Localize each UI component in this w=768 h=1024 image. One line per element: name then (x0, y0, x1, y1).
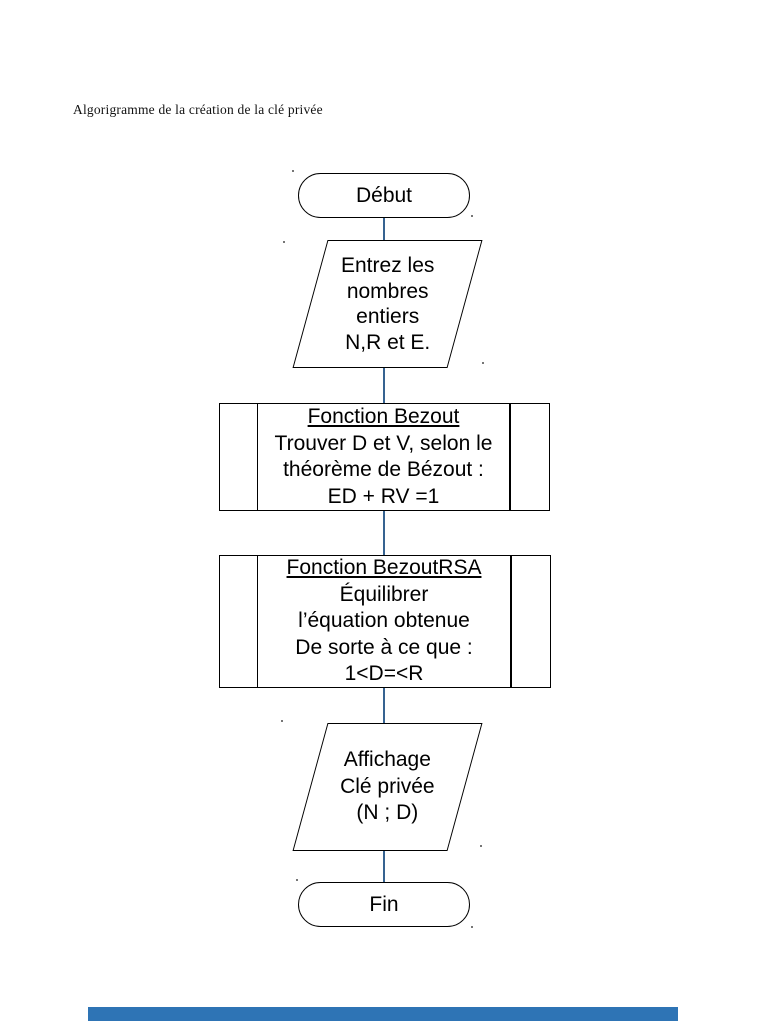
flowchart-end-terminator: Fin (298, 882, 470, 927)
connector-line-bezout-to-bezoutrsa (383, 511, 385, 556)
process-box-left-bar (256, 404, 258, 510)
connector-line-output-to-end (383, 851, 385, 884)
connector-line-bezoutrsa-to-output (383, 688, 385, 724)
connector-line-input-to-bezout (383, 368, 385, 404)
anchor-dot (283, 241, 285, 243)
bezout-process-line: théorème de Bézout : (283, 458, 484, 481)
input-line: nombres (346, 279, 429, 303)
flowchart-input-parallelogram: Entrez les nombres entiers N,R et E. (292, 240, 483, 368)
connector-line-start-to-input (383, 218, 385, 241)
output-line: Affichage (343, 748, 432, 772)
process-box-right-bar (509, 404, 511, 510)
bezoutrsa-process-title: Fonction BezoutRSA (286, 556, 482, 580)
anchor-dot (471, 926, 473, 928)
bezout-process-title: Fonction Bezout (307, 405, 460, 428)
output-parallelogram-text: Affichage Clé privée (N ; D) (340, 747, 435, 827)
anchor-dot (480, 845, 482, 847)
flowchart-start-terminator: Début (298, 173, 470, 218)
start-terminator-label: Début (355, 183, 413, 207)
anchor-dot (281, 720, 283, 722)
process-box-right-bar (510, 556, 512, 687)
anchor-dot (296, 879, 298, 881)
bezoutrsa-process-line: 1<D=<R (344, 662, 424, 686)
output-line: Clé privée (340, 774, 435, 798)
end-terminator-label: Fin (369, 892, 399, 916)
process-box-left-bar (256, 556, 258, 687)
bezoutrsa-process-line: Équilibrer (339, 582, 429, 606)
anchor-dot (471, 215, 473, 217)
input-line: entiers (355, 305, 420, 328)
anchor-dot (292, 170, 294, 172)
bezoutrsa-process-text: Fonction BezoutRSA Équilibrer l’équation… (259, 556, 509, 687)
input-line: Entrez les (340, 254, 435, 277)
bezoutrsa-process-line: l’équation obtenue (298, 609, 470, 633)
flowchart-output-parallelogram: Affichage Clé privée (N ; D) (292, 723, 483, 851)
anchor-dot (482, 362, 484, 364)
bezoutrsa-process-line: De sorte à ce que : (295, 635, 473, 659)
input-parallelogram-text: Entrez les nombres entiers N,R et E. (341, 253, 434, 355)
page-title: Algorigramme de la création de la clé pr… (73, 102, 323, 117)
bezout-process-text: Fonction Bezout Trouver D et V, selon le… (259, 404, 508, 510)
bezout-process-line: ED + RV =1 (327, 484, 440, 508)
input-line: N,R et E. (344, 330, 431, 354)
bezout-process-line: Trouver D et V, selon le (274, 431, 493, 455)
output-line: (N ; D) (356, 801, 419, 825)
footer-accent-bar (88, 1007, 678, 1021)
flowchart-bezoutrsa-process-box: Fonction BezoutRSA Équilibrer l’équation… (219, 555, 551, 688)
flowchart-bezout-process-box: Fonction Bezout Trouver D et V, selon le… (219, 403, 550, 511)
